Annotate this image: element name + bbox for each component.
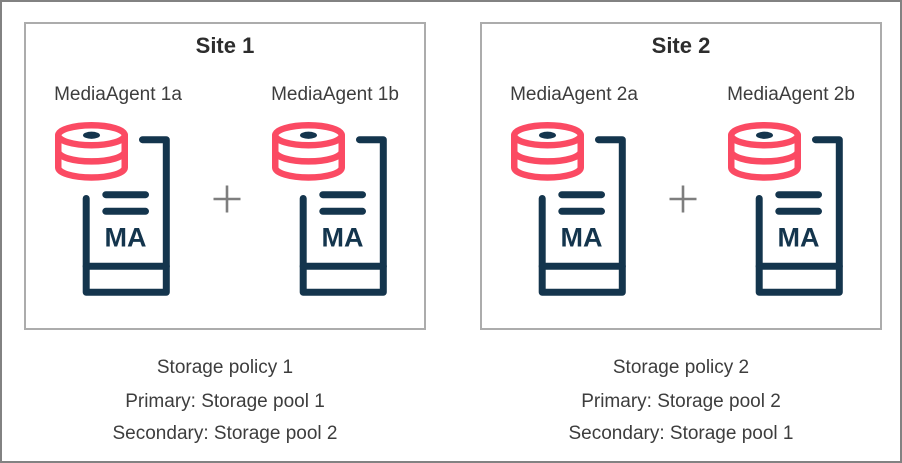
secondary-pool-label: Secondary: Storage pool 2 [112, 423, 338, 444]
mediaagent-icon: MA [272, 122, 387, 296]
site-title: Site 1 [195, 33, 255, 58]
storage-policy-label: Storage policy 1 [156, 357, 294, 378]
mediaagent-icon: MA [511, 122, 626, 296]
mediaagent-label: MediaAgent 2b [727, 84, 855, 105]
server-tower-icon: MA [755, 136, 843, 296]
site-2-box: Site 2 MediaAgent 2a MA [480, 22, 882, 330]
disk-stack-icon [272, 122, 345, 181]
disk-stack-icon [728, 122, 801, 181]
site-1-box: Site 1 MediaAgent 1a MA [24, 22, 426, 330]
ma-badge: MA [322, 223, 364, 253]
disk-stack-icon [55, 122, 128, 181]
mediaagent-2b: MediaAgent 2b MA [701, 84, 881, 299]
mediaagent-1a: MediaAgent 1a MA [28, 84, 208, 299]
disk-stack-icon [511, 122, 584, 181]
storage-policy-label: Storage policy 2 [612, 357, 750, 378]
mediaagent-icon: MA [728, 122, 843, 296]
site-2-caption: Storage policy 2 Primary: Storage pool 2… [480, 347, 882, 445]
ma-badge: MA [105, 223, 147, 253]
ma-badge: MA [561, 223, 603, 253]
plus-icon [669, 185, 697, 213]
mediaagent-1b: MediaAgent 1b MA [245, 84, 425, 299]
server-tower-icon: MA [82, 136, 170, 296]
secondary-pool-label: Secondary: Storage pool 1 [568, 423, 794, 444]
plus-icon [213, 185, 241, 213]
mediaagent-label: MediaAgent 1a [54, 84, 182, 105]
primary-pool-label: Primary: Storage pool 2 [581, 391, 781, 412]
server-tower-icon: MA [299, 136, 387, 296]
server-tower-icon: MA [538, 136, 626, 296]
mediaagent-2a: MediaAgent 2a MA [484, 84, 664, 299]
site-1-caption: Storage policy 1 Primary: Storage pool 1… [24, 347, 426, 445]
mediaagent-icon: MA [55, 122, 170, 296]
primary-pool-label: Primary: Storage pool 1 [125, 391, 325, 412]
site-title: Site 2 [651, 33, 711, 58]
mediaagent-label: MediaAgent 2a [510, 84, 638, 105]
ma-badge: MA [778, 223, 820, 253]
mediaagent-label: MediaAgent 1b [271, 84, 399, 105]
